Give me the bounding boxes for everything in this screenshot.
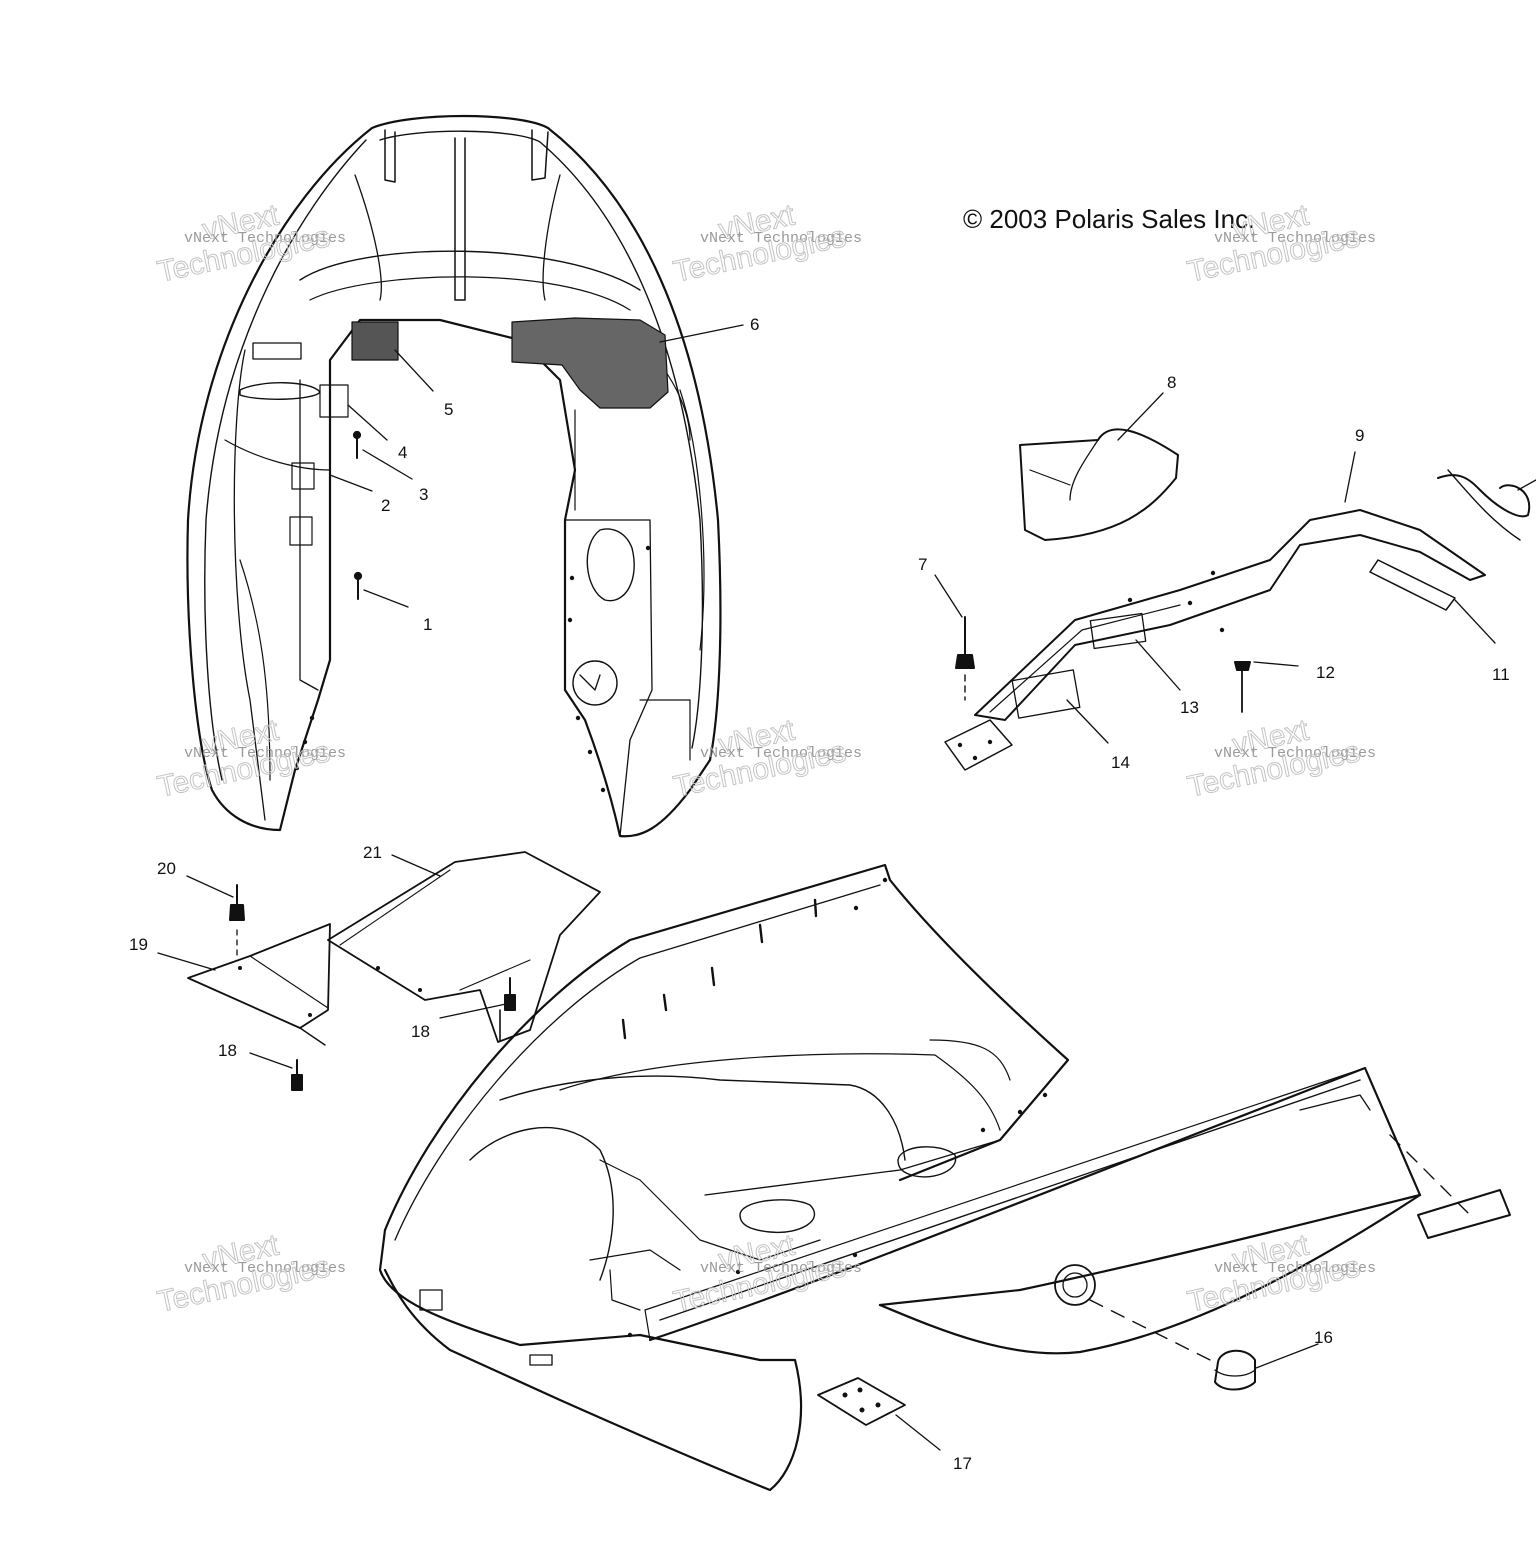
callout-2: 2 (381, 496, 390, 515)
watermark-9: vNext vNext Technologies Technologies (1184, 1228, 1376, 1319)
part-19-plate (187, 923, 331, 1046)
part-12-rivet (1234, 661, 1251, 713)
part-18-bolt-b (504, 977, 516, 1011)
callout-8: 8 (1167, 373, 1176, 392)
callout-17: 17 (953, 1454, 972, 1473)
watermark-8: vNext vNext Technologies Technologies (670, 1228, 862, 1319)
callout-16: 16 (1314, 1328, 1333, 1347)
part-10-cable (1437, 469, 1531, 541)
svg-text:vNext Technologies: vNext Technologies (184, 745, 346, 762)
part-18-bolt-a (291, 1059, 303, 1091)
callout-20: 20 (157, 859, 176, 878)
copyright-notice: © 2003 Polaris Sales Inc. (963, 204, 1255, 234)
watermark-5: vNext vNext Technologies Technologies (670, 713, 862, 804)
part-8-cover (1019, 428, 1179, 541)
svg-text:vNext Technologies: vNext Technologies (700, 745, 862, 762)
watermark-1: vNext vNext Technologies Technologies (154, 198, 346, 289)
watermark-7: vNext vNext Technologies Technologies (154, 1228, 346, 1319)
callout-5: 5 (444, 400, 453, 419)
leader-lines (157, 324, 1536, 1451)
part-15-pad (1389, 1134, 1511, 1239)
callout-4: 4 (398, 443, 407, 462)
callout-1: 1 (423, 615, 432, 634)
callout-14: 14 (1111, 753, 1130, 772)
part-21-panel (327, 851, 601, 1043)
callout-12: 12 (1316, 663, 1335, 682)
callout-7: 7 (918, 555, 927, 574)
callout-labels: 1 2 3 4 5 6 7 8 9 11 12 13 14 16 17 18 1… (129, 315, 1510, 1473)
svg-text:vNext Technologies: vNext Technologies (700, 230, 862, 247)
part-9-bracket (944, 509, 1486, 771)
part-11-strip (1369, 559, 1456, 611)
callout-3: 3 (419, 485, 428, 504)
part-16-plug (1089, 1299, 1256, 1391)
part-7-bolt (955, 616, 975, 701)
svg-text:vNext Technologies: vNext Technologies (700, 1260, 862, 1277)
callout-19: 19 (129, 935, 148, 954)
watermark-2: vNext vNext Technologies Technologies (670, 198, 862, 289)
svg-text:vNext Technologies: vNext Technologies (1214, 1260, 1376, 1277)
part-17-plate (817, 1377, 906, 1426)
nose-pan-assembly (378, 863, 1422, 1492)
callout-18a: 18 (218, 1041, 237, 1060)
callout-18b: 18 (411, 1022, 430, 1041)
watermarks: vNext vNext Technologies Technologies vN… (154, 198, 1376, 1319)
svg-text:vNext Technologies: vNext Technologies (1214, 745, 1376, 762)
svg-text:vNext Technologies: vNext Technologies (1214, 230, 1376, 247)
part-20-bolt (229, 884, 245, 956)
callout-21: 21 (363, 843, 382, 862)
watermark-4: vNext vNext Technologies Technologies (154, 713, 346, 804)
callout-6: 6 (750, 315, 759, 334)
callout-9: 9 (1355, 426, 1364, 445)
svg-text:vNext Technologies: vNext Technologies (184, 1260, 346, 1277)
callout-13: 13 (1180, 698, 1199, 717)
callout-11: 11 (1492, 665, 1510, 684)
hood-assembly (186, 114, 722, 838)
svg-text:vNext Technologies: vNext Technologies (184, 230, 346, 247)
watermark-6: vNext vNext Technologies Technologies (1184, 713, 1376, 804)
